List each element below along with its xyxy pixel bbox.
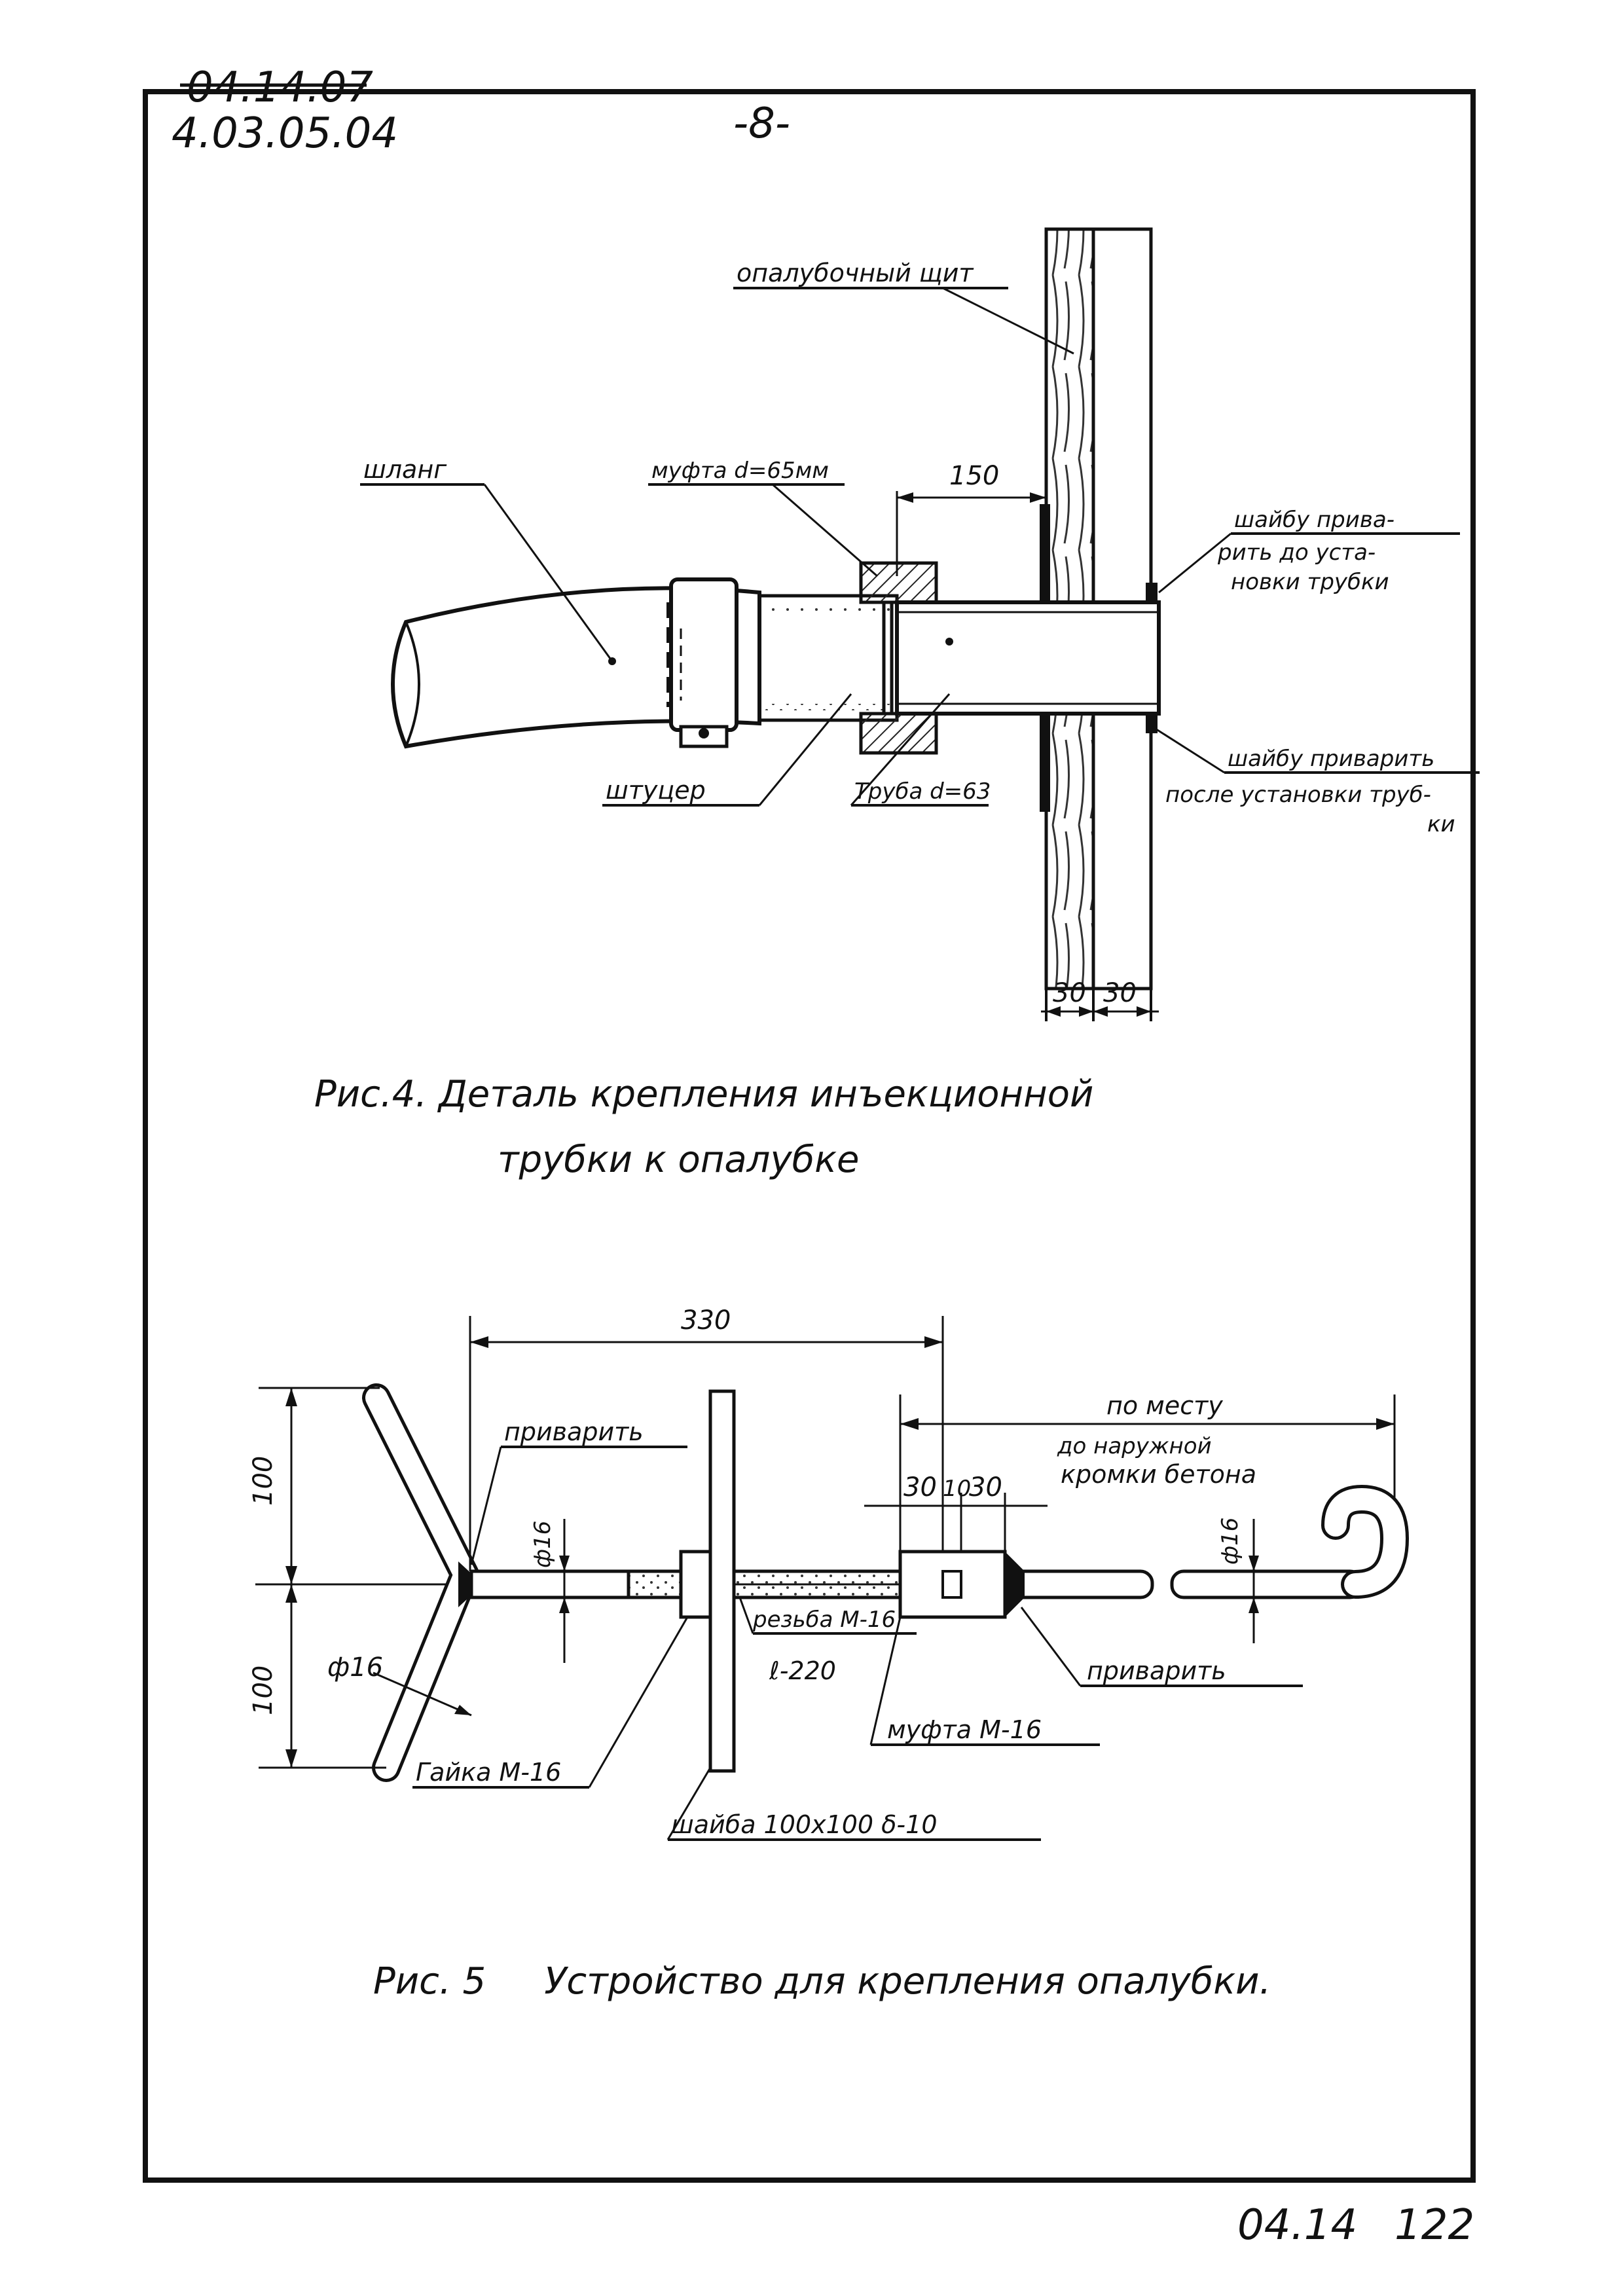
dim-330: 330: [469, 1305, 944, 1571]
label-on-site-1: по месту: [1106, 1391, 1223, 1420]
fig4-caption-line1: Рис.4. Деталь крепления инъекционной: [314, 1073, 1093, 1116]
label-thread-2: ℓ-220: [769, 1656, 836, 1685]
fitting: [757, 594, 899, 722]
washer-before-install: [1040, 504, 1050, 602]
label-washer-after-1: шайбу приварить: [1228, 746, 1434, 772]
plate-washer: [708, 1389, 736, 1773]
dim-sleeve: 30 10 30: [864, 1472, 1048, 1552]
dim-handle-diameter: ф16: [327, 1652, 472, 1717]
dim-d16-right: ф16: [1217, 1518, 1243, 1565]
header-code-crossed: 04.14.07: [187, 64, 373, 112]
label-on-site-2: до наружной: [1057, 1433, 1212, 1459]
label-nut: Гайка М-16: [416, 1758, 561, 1787]
label-on-site-3: кромки бетона: [1061, 1460, 1256, 1489]
page-number: -8-: [733, 100, 790, 148]
dim-d16-rod: ф16: [530, 1521, 556, 1568]
dim-board-thickness: 30 30: [1046, 978, 1151, 1017]
figure-4: 150 30 30 опалубочный щит шланг муфта d=…: [314, 227, 1480, 1181]
hose-clamp: [669, 577, 739, 748]
drawing-frame: [143, 89, 1476, 2183]
fig5-labels: приварить резьба М-16 ℓ-220 Гайка М-16 ш…: [412, 1417, 1303, 1841]
label-washer-after-3: ки: [1427, 811, 1455, 837]
dim-330-text: 330: [681, 1305, 731, 1336]
dim-d16-handle: ф16: [327, 1652, 383, 1683]
injection-pipe: [895, 600, 1161, 716]
footer-sheet-number: 122: [1395, 2201, 1474, 2250]
label-formwork: опалубочный щит: [737, 259, 974, 287]
dim-100-upper: 100: [248, 1456, 278, 1506]
dim-sleeve-10: 10: [943, 1476, 971, 1502]
label-pipe: Труба d=63: [854, 778, 991, 805]
dim-sleeve-30-right: 30: [969, 1472, 1002, 1503]
fig4-labels: опалубочный щит шланг муфта d=65мм шайбу…: [360, 259, 1480, 837]
dim-right-diameter: ф16: [1217, 1518, 1259, 1643]
label-thread-1: резьба М-16: [752, 1607, 896, 1633]
fig4-caption-line2: трубки к опалубке: [498, 1139, 859, 1181]
label-weld-right: приварить: [1087, 1656, 1226, 1685]
sleeve-coupling: [898, 1550, 1025, 1619]
dim-30-right: 30: [1103, 978, 1137, 1008]
coupling: [859, 561, 938, 755]
label-weld-left: приварить: [504, 1417, 644, 1446]
footer-code: 04.14: [1237, 2201, 1357, 2250]
label-washer-before-2: рить до уста-: [1217, 539, 1376, 566]
label-washer-after-2: после установки труб-: [1165, 782, 1431, 808]
sheet-footer: 04.14 122: [1237, 2201, 1474, 2250]
sheet-header: 04.14.07 4.03.05.04 -8-: [172, 64, 790, 158]
label-washer: шайба 100х100 δ-10: [671, 1810, 938, 1839]
dim-100-lower: 100: [248, 1666, 278, 1715]
formwork-panel: [1041, 227, 1159, 1021]
header-code: 4.03.05.04: [172, 109, 398, 158]
dim-handle-height: 100 100: [248, 1387, 386, 1769]
washer-after-install: [1040, 714, 1050, 812]
label-sleeve: муфта М-16: [887, 1715, 1042, 1744]
dim-rod-diameter: ф16: [530, 1519, 570, 1663]
dim-150-text: 150: [949, 461, 999, 491]
dim-30-left: 30: [1053, 978, 1086, 1008]
label-hose: шланг: [363, 455, 447, 484]
label-fitting: штуцер: [606, 776, 706, 805]
hose: [391, 586, 761, 749]
fig5-caption: Рис. 5 Устройство для крепления опалубки…: [373, 1960, 1271, 2003]
label-washer-before-3: новки трубки: [1231, 569, 1389, 595]
rod: [469, 1484, 1410, 1599]
label-coupling: муфта d=65мм: [651, 458, 829, 484]
dim-on-site: по месту до наружной кромки бетона: [899, 1391, 1396, 1499]
dim-150: 150: [896, 461, 1048, 576]
dim-sleeve-30-left: 30: [903, 1472, 937, 1503]
label-washer-before-1: шайбу прива-: [1234, 507, 1395, 533]
figure-5: 330 100 100 ф16 ф16 ф16: [248, 1305, 1410, 2003]
